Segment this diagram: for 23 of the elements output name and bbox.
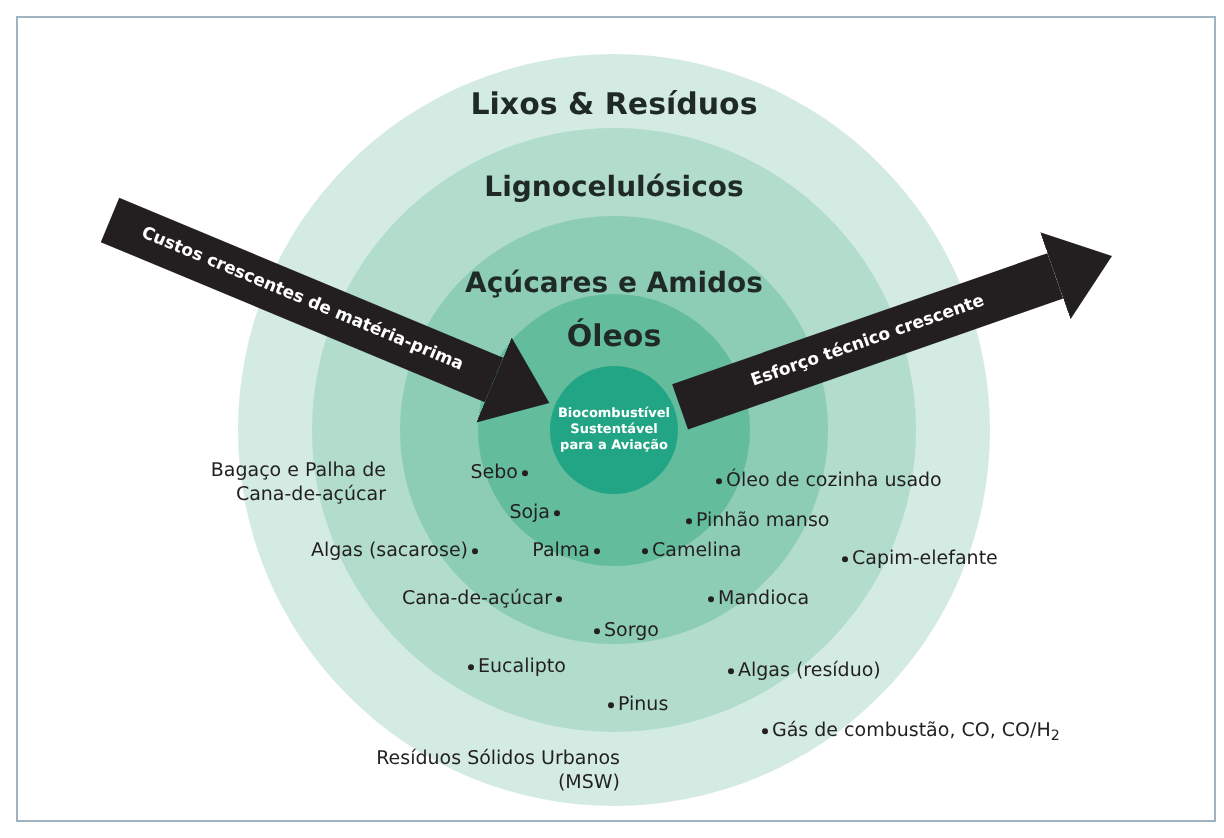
ring-title: Óleos [566,316,662,358]
feedstock-label: Gás de combustão, CO, CO/H$_{2}$ [772,720,1060,744]
feedstock-label: Sebo [470,462,518,486]
feedstock-label: Palma [532,540,590,564]
ring-title: Lixos & Resíduos [470,84,758,126]
feedstock-label: Soja [509,502,550,526]
feedstock-label: Camelina [652,540,742,564]
ring-title: Lignocelulósicos [484,170,744,208]
feedstock-label: Sorgo [604,620,659,644]
feedstock-label: Pinhão manso [696,510,830,534]
feedstock-label: Eucalipto [478,656,566,680]
arrow [672,232,1112,430]
feedstock-label: Pinus [618,694,669,718]
feedstock-label: Bagaço e Palha de Cana-de-açúcar [208,460,386,508]
feedstock-label: Capim-elefante [852,548,998,572]
feedstock-label: Mandioca [718,588,810,612]
feedstock-label: Cana-de-açúcar [401,588,552,612]
feedstock-label: Óleo de cozinha usado [726,470,942,494]
feedstock-label: Resíduos Sólidos Urbanos (MSW) [374,748,620,796]
arrow [100,197,550,423]
feedstock-label: Algas (sacarose) [311,540,468,564]
feedstock-label: Algas (resíduo) [738,660,881,684]
ring-title: Açúcares e Amidos [464,266,764,304]
